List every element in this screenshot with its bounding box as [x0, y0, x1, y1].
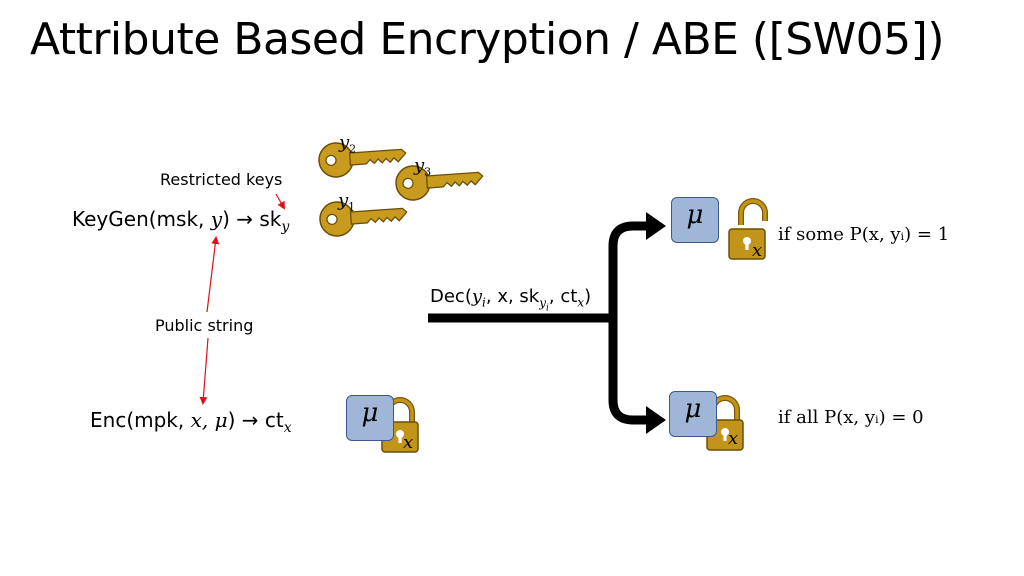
- key-icon-y1: [318, 196, 409, 238]
- enc-sub: x: [283, 420, 292, 436]
- dec-formula: Dec(yi, x, skyi, ctx): [430, 286, 591, 313]
- keygen-sub: y: [281, 219, 290, 235]
- lock-label-bottom: x: [728, 428, 739, 449]
- public-string-arrow-down: [199, 337, 209, 405]
- dec-sk-sub2: i: [546, 302, 549, 313]
- enc-args: (mpk,: [126, 408, 191, 432]
- mu-output-box-bottom: μ: [669, 391, 717, 437]
- key-label-y1: y1: [338, 190, 356, 214]
- mu-ciphertext-box: μ: [346, 395, 394, 441]
- decryption-branch-arrow: [428, 221, 650, 425]
- dec-yi: y: [471, 286, 483, 307]
- enc-vars: x, μ: [190, 408, 228, 432]
- enc-func: Enc: [90, 408, 127, 432]
- lock-label-enc: x: [403, 432, 414, 453]
- arrowhead-top: [646, 212, 666, 240]
- dec-open: (: [464, 286, 472, 307]
- keygen-var: y: [210, 207, 223, 231]
- dec-func: Dec: [430, 286, 465, 307]
- condition-some: if some P(x, yᵢ) = 1: [778, 224, 950, 245]
- public-string-label: Public string: [155, 316, 254, 335]
- dec-mid: , x, sk: [485, 286, 540, 307]
- mu-output-box-top: μ: [671, 197, 719, 243]
- enc-formula: Enc(mpk, x, μ) → ctx: [90, 408, 292, 436]
- key-icon-y2: [317, 137, 408, 179]
- dec-ct: , ct: [548, 286, 578, 307]
- keygen-func: KeyGen: [72, 207, 149, 231]
- condition-all: if all P(x, yᵢ) = 0: [778, 407, 924, 428]
- lock-label-top: x: [752, 240, 763, 261]
- public-string-arrow-up: [206, 236, 220, 313]
- key-label-y3: y3: [414, 155, 432, 179]
- slide-title: Attribute Based Encryption / ABE ([SW05]…: [30, 14, 945, 65]
- dec-close: ): [584, 286, 592, 307]
- dec-sk-sub: y: [539, 295, 547, 310]
- key-label-y2: y2: [339, 132, 357, 156]
- restricted-keys-arrow: [275, 193, 285, 210]
- restricted-keys-label: Restricted keys: [160, 170, 283, 189]
- arrowhead-bottom: [646, 406, 666, 434]
- keygen-formula: KeyGen(msk, y) → sky: [72, 207, 289, 235]
- dec-ct-sub: x: [577, 295, 585, 310]
- enc-close: ) → ct: [227, 408, 284, 432]
- keygen-close: ) → sk: [222, 207, 282, 231]
- dec-yi-sub: i: [482, 295, 486, 310]
- keygen-args: (msk,: [148, 207, 211, 231]
- key-icon-y3: [394, 160, 485, 202]
